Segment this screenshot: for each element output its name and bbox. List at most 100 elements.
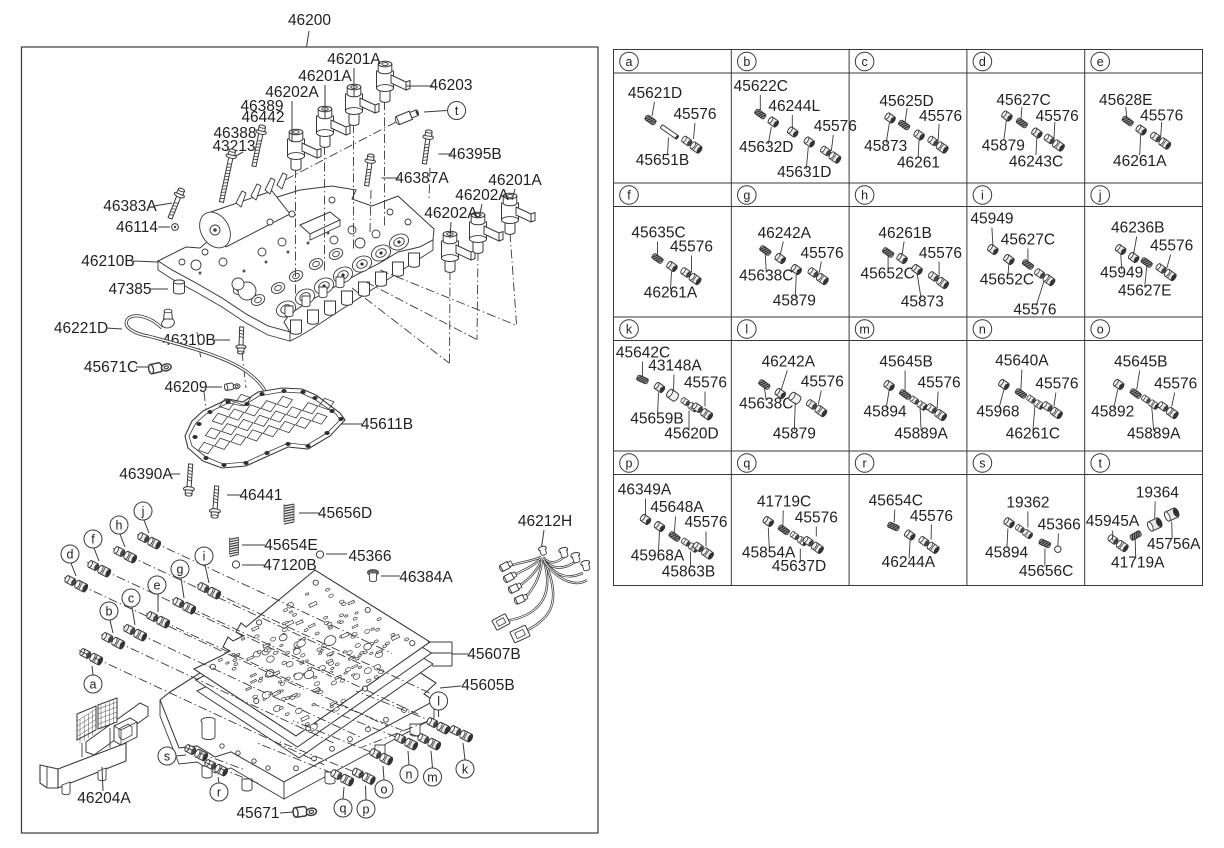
svg-text:46383A: 46383A [103, 198, 157, 215]
svg-text:r: r [217, 785, 221, 799]
svg-text:19364: 19364 [1136, 485, 1179, 502]
svg-text:45894: 45894 [864, 404, 907, 421]
svg-text:45879: 45879 [982, 137, 1025, 154]
svg-text:41719C: 41719C [757, 494, 811, 511]
svg-text:n: n [979, 322, 986, 336]
svg-text:45889A: 45889A [1127, 426, 1181, 443]
svg-text:45645B: 45645B [1114, 354, 1167, 371]
svg-text:45576: 45576 [918, 375, 961, 392]
svg-text:g: g [743, 188, 750, 202]
svg-text:45576: 45576 [919, 245, 962, 262]
svg-text:i: i [981, 188, 984, 202]
svg-text:m: m [427, 770, 437, 784]
svg-text:h: h [116, 518, 123, 532]
svg-text:l: l [745, 322, 748, 336]
svg-text:47385: 47385 [108, 281, 151, 298]
svg-text:45637D: 45637D [772, 558, 826, 575]
svg-text:45576: 45576 [1150, 238, 1193, 255]
svg-text:43213: 43213 [212, 138, 255, 155]
svg-text:41719A: 41719A [1111, 554, 1165, 571]
svg-text:45879: 45879 [773, 293, 816, 310]
svg-text:q: q [340, 801, 347, 815]
svg-text:46202A: 46202A [455, 187, 509, 204]
svg-text:46261B: 46261B [878, 225, 931, 242]
svg-text:45627E: 45627E [1118, 283, 1171, 300]
svg-text:o: o [1097, 322, 1104, 336]
svg-text:46261C: 46261C [1006, 426, 1060, 443]
svg-text:45576: 45576 [919, 108, 962, 125]
svg-text:47120B: 47120B [263, 557, 316, 574]
svg-text:45628E: 45628E [1099, 92, 1152, 109]
svg-text:45631D: 45631D [777, 164, 831, 181]
svg-text:45576: 45576 [670, 239, 713, 256]
svg-text:46201A: 46201A [488, 172, 542, 189]
svg-text:45576: 45576 [684, 514, 727, 531]
svg-text:46212H: 46212H [518, 513, 572, 530]
svg-text:46243C: 46243C [1009, 154, 1063, 171]
svg-text:45627C: 45627C [1001, 232, 1055, 249]
svg-text:d: d [979, 55, 986, 69]
svg-text:46203: 46203 [429, 77, 472, 94]
svg-text:i: i [203, 549, 206, 563]
svg-text:45576: 45576 [801, 245, 844, 262]
svg-text:t: t [1098, 456, 1102, 470]
svg-text:j: j [1098, 188, 1102, 202]
svg-text:46209: 46209 [164, 379, 207, 396]
svg-text:45949: 45949 [970, 211, 1013, 228]
svg-text:46200: 46200 [288, 12, 331, 29]
svg-text:45659B: 45659B [630, 411, 683, 428]
svg-text:45651B: 45651B [636, 152, 689, 169]
svg-text:f: f [91, 532, 95, 546]
svg-text:46389: 46389 [240, 98, 283, 115]
svg-text:a: a [626, 55, 633, 69]
svg-text:46261A: 46261A [644, 285, 698, 302]
svg-text:s: s [164, 749, 170, 763]
svg-text:46202A: 46202A [265, 84, 319, 101]
svg-text:46388: 46388 [213, 125, 256, 142]
svg-text:45671C: 45671C [84, 359, 138, 376]
svg-text:45654C: 45654C [869, 493, 923, 510]
svg-text:s: s [979, 456, 985, 470]
svg-text:46236B: 46236B [1111, 220, 1164, 237]
svg-text:45605B: 45605B [461, 677, 514, 694]
svg-text:45621D: 45621D [628, 85, 682, 102]
svg-text:45879: 45879 [773, 426, 816, 443]
svg-text:45576: 45576 [1154, 376, 1197, 393]
svg-text:45648A: 45648A [650, 499, 704, 516]
svg-text:o: o [381, 782, 388, 796]
svg-text:m: m [859, 322, 869, 336]
svg-text:45671: 45671 [236, 805, 279, 822]
svg-text:e: e [154, 578, 161, 592]
svg-text:45756A: 45756A [1147, 536, 1201, 553]
svg-text:45873: 45873 [864, 138, 907, 155]
svg-text:45611B: 45611B [361, 416, 413, 433]
svg-text:d: d [67, 547, 74, 561]
svg-text:45854A: 45854A [742, 545, 796, 562]
svg-text:45968: 45968 [976, 404, 1019, 421]
svg-text:45576: 45576 [1036, 108, 1079, 125]
svg-text:45632D: 45632D [739, 139, 793, 156]
svg-text:45892: 45892 [1091, 404, 1134, 421]
svg-text:k: k [462, 762, 469, 776]
svg-text:c: c [128, 591, 134, 605]
svg-text:45576: 45576 [795, 510, 838, 527]
svg-text:46201A: 46201A [327, 51, 381, 68]
svg-text:45873: 45873 [901, 293, 944, 310]
svg-text:45576: 45576 [1035, 376, 1078, 393]
svg-text:q: q [743, 456, 750, 470]
svg-text:45576: 45576 [673, 106, 716, 123]
svg-text:45889A: 45889A [894, 426, 948, 443]
svg-text:a: a [90, 677, 97, 691]
svg-text:46210B: 46210B [81, 253, 134, 270]
svg-text:46221D: 46221D [54, 320, 108, 337]
svg-text:46261: 46261 [897, 155, 940, 172]
svg-text:b: b [106, 604, 113, 618]
svg-text:45652C: 45652C [861, 265, 915, 282]
svg-text:45945A: 45945A [1086, 513, 1140, 530]
svg-text:45620D: 45620D [664, 426, 718, 443]
svg-text:19362: 19362 [1006, 495, 1049, 512]
svg-text:45652C: 45652C [980, 272, 1034, 289]
svg-text:45635C: 45635C [631, 225, 685, 242]
svg-text:p: p [363, 802, 370, 816]
svg-text:t: t [455, 104, 459, 118]
